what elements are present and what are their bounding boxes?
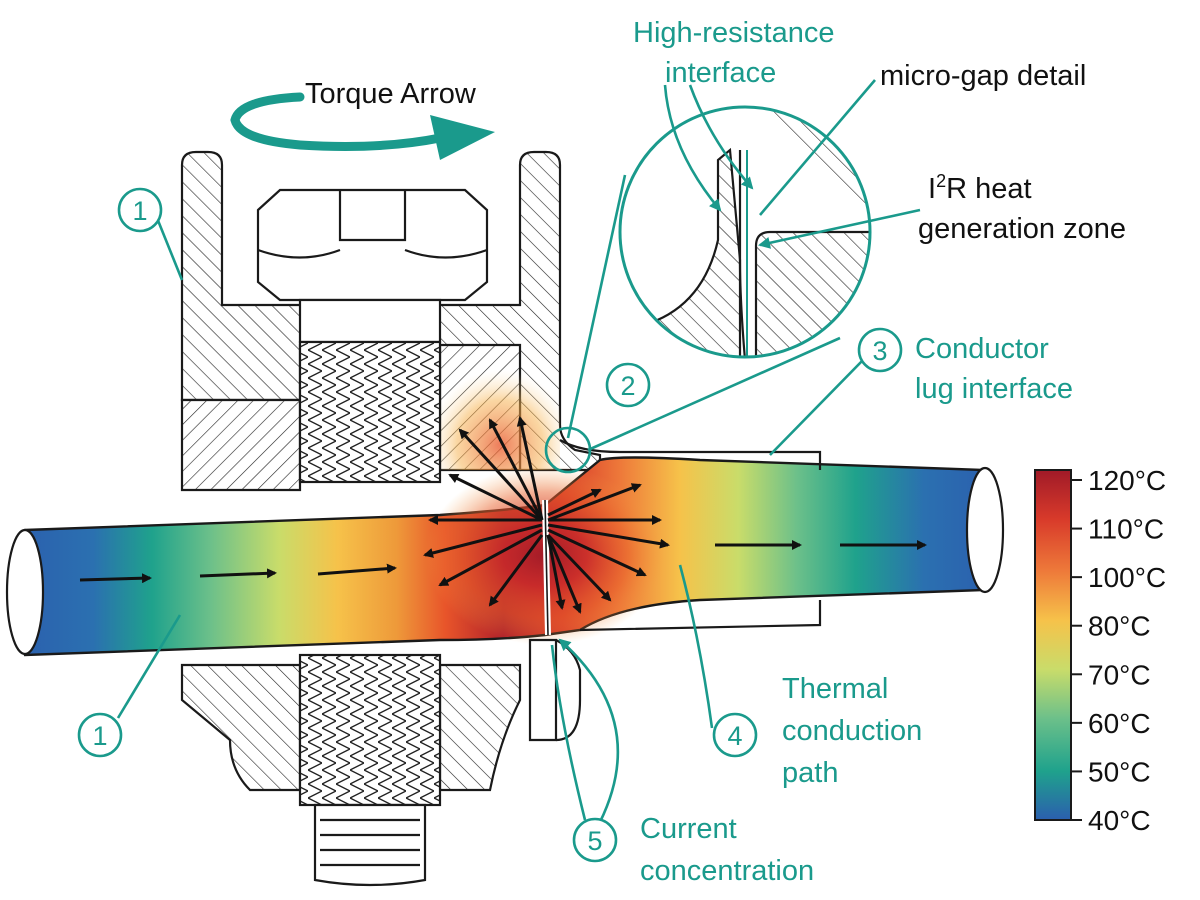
stud-thread-upper <box>298 340 442 484</box>
conductor-bar <box>5 456 1005 657</box>
torque-arrow-icon <box>230 92 495 160</box>
lug-tongue <box>528 439 822 742</box>
thermal-conduction-label-3: path <box>782 757 838 789</box>
thermal-conduction-label-1: Thermal <box>782 673 888 705</box>
scale-tick-label: 110°C <box>1088 514 1164 545</box>
conductor-lug-label-1: Conductor <box>915 333 1049 365</box>
thermal-conduction-label-2: conduction <box>782 715 922 747</box>
callout-4: 4 <box>712 712 758 758</box>
callout-1-bottom: 1 <box>77 712 123 758</box>
i2r-heat-label-1: I2R heat <box>928 171 1032 205</box>
current-concentration-label-2: concentration <box>640 855 814 887</box>
svg-text:1: 1 <box>132 196 147 226</box>
temperature-scale: 120°C 110°C 100°C 80°C 70°C 60°C 50°C 40°C <box>1034 465 1166 836</box>
current-concentration-label-1: Current <box>640 813 737 845</box>
svg-text:4: 4 <box>727 721 742 751</box>
scale-bar <box>1034 469 1072 821</box>
scale-tick-label: 120°C <box>1088 465 1166 496</box>
torque-label: Torque Arrow <box>305 78 477 110</box>
callout-5: 5 <box>572 817 618 863</box>
callout-1-top: 1 <box>117 187 163 233</box>
detail-leaders <box>663 79 921 249</box>
current-concentration-arrows <box>423 416 670 614</box>
scale-tick-label: 60°C <box>1088 708 1151 739</box>
callout-leaders <box>116 212 864 823</box>
current-arrows-left <box>79 563 397 584</box>
svg-text:5: 5 <box>587 826 602 856</box>
callout-3: 3 <box>857 327 903 373</box>
scale-tick-label: 100°C <box>1088 562 1166 593</box>
scale-tick-label: 70°C <box>1088 659 1151 690</box>
svg-text:3: 3 <box>872 336 887 366</box>
scale-tick-label: 50°C <box>1088 756 1151 787</box>
conductor-lug-label-2: lug interface <box>915 373 1073 405</box>
high-resistance-label-1: High-resistance <box>633 17 834 49</box>
magnifier-leaders <box>544 174 841 474</box>
bolt-head <box>256 188 489 344</box>
micro-gap-label: micro-gap detail <box>880 60 1086 92</box>
i2r-heat-label-2: generation zone <box>918 213 1126 245</box>
high-resistance-label-2: interface <box>665 57 776 89</box>
svg-text:1: 1 <box>92 721 107 751</box>
scale-tick-label: 80°C <box>1088 611 1151 642</box>
magnifier-detail <box>618 105 872 359</box>
svg-text:2: 2 <box>620 371 635 401</box>
clamp-lower <box>180 653 522 887</box>
callout-2: 2 <box>605 362 651 408</box>
scale-ticks: 120°C 110°C 100°C 80°C 70°C 60°C 50°C 40°C <box>1071 465 1166 836</box>
scale-tick-label: 40°C <box>1088 805 1151 836</box>
